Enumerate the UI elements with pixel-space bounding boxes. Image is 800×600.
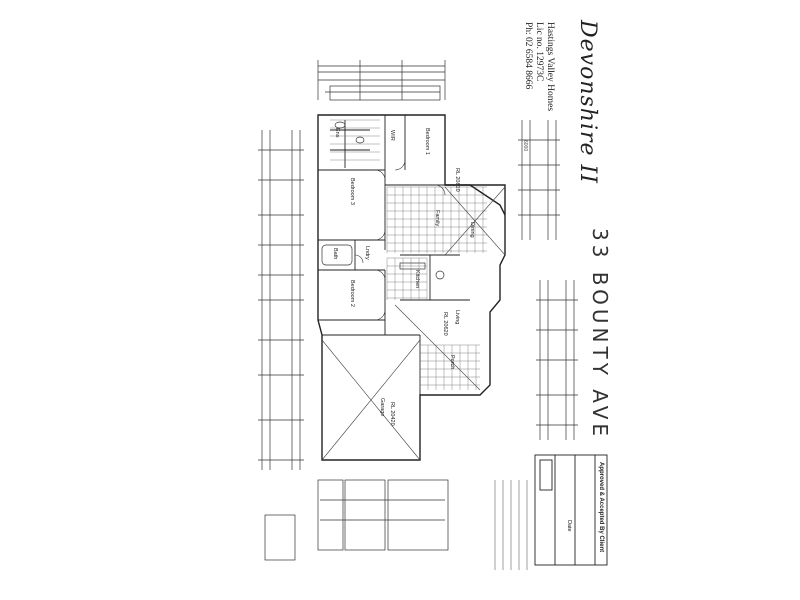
fixtures: [321, 121, 445, 280]
outer-walls: [317, 114, 506, 461]
bottom-dimension-boxes: [264, 479, 449, 561]
room-label-ensuite: Ens: [334, 128, 340, 138]
room-label-kitchen: Kitchen: [414, 270, 420, 289]
notes-lines: [494, 480, 528, 570]
top-dimension-strip: [317, 60, 446, 101]
room-label-dining: Dining: [469, 222, 475, 238]
annotation-front-dim: 6000: [522, 140, 528, 152]
room-label-wir: WIR: [389, 130, 395, 141]
approval-date-label: Date: [566, 520, 572, 532]
room-label-bedroom-1: Bedroom 1: [424, 128, 430, 155]
room-label-bath: Bath: [332, 248, 338, 260]
room-label-porch: Porch: [449, 355, 455, 370]
street-address: 33 BOUNTY AVE: [588, 228, 612, 441]
roof-lines: [321, 186, 506, 461]
left-dimension-strip: [258, 130, 304, 470]
tile-grid: [330, 119, 487, 390]
approval-block: [534, 454, 608, 566]
room-label-living: Living: [454, 310, 460, 325]
room-label-bedroom-3: Bedroom 3: [349, 178, 355, 205]
door-swings: [354, 159, 446, 321]
right-dimension-strip: [518, 120, 578, 440]
room-label-lndry: Lndry: [364, 246, 370, 260]
annotation-ceiling-2: RL 20420: [389, 402, 395, 426]
room-label-family: Family: [434, 210, 440, 227]
builder-name: Hastings Valley Homes: [545, 22, 555, 112]
annotation-ceiling-3: RL 20810: [454, 168, 460, 192]
builder-licence: Lic no. 12973C: [534, 22, 544, 82]
room-label-garage: Garage: [379, 398, 385, 417]
annotation-ceiling-1: RL 20620: [442, 312, 448, 336]
builder-phone: Ph: 02 6584 8666: [523, 22, 533, 90]
plan-title: Devonshire II: [575, 20, 600, 184]
approval-heading: Approved & Accepted By Client: [598, 462, 604, 553]
room-label-bedroom-2: Bedroom 2: [349, 280, 355, 307]
